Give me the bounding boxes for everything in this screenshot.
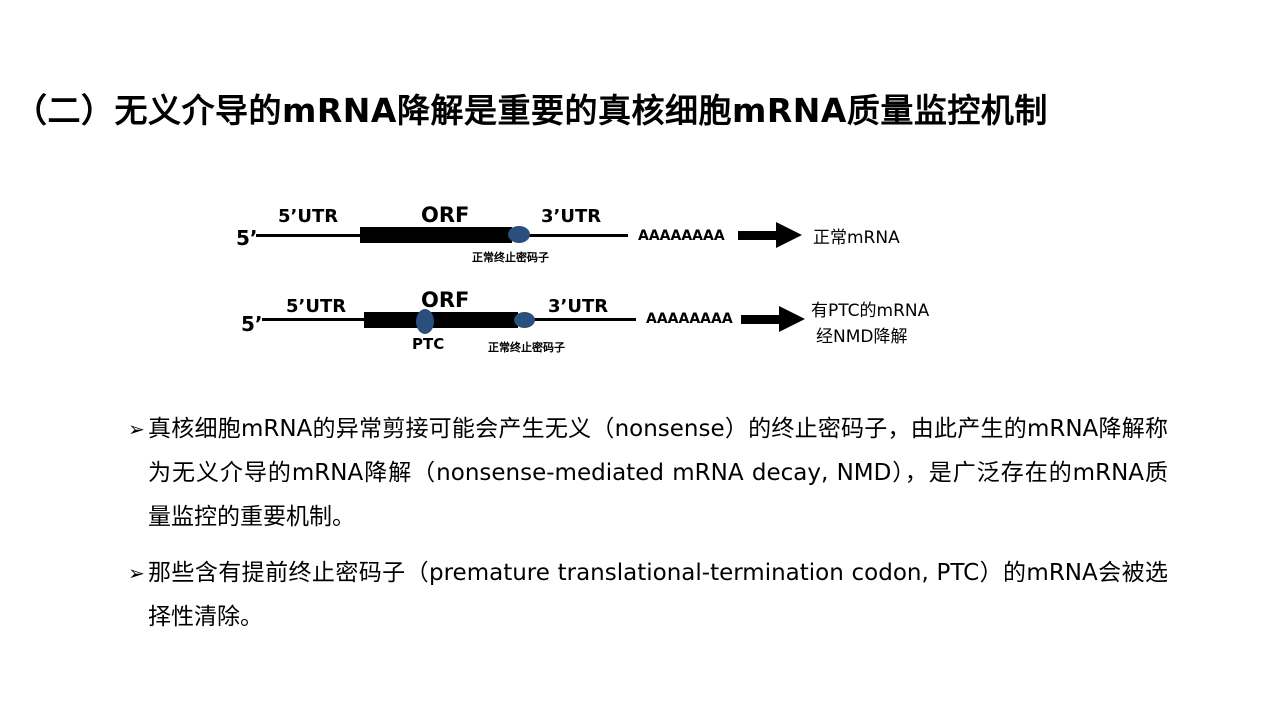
utr5-label: 5’UTR bbox=[286, 296, 347, 317]
utr5-label: 5’UTR bbox=[278, 206, 339, 227]
polya-tail: AAAAAAAA bbox=[646, 311, 733, 327]
stop-codon-marker bbox=[514, 312, 535, 328]
orf-label: ORF bbox=[421, 288, 470, 312]
stop-codon-label: 正常终止密码子 bbox=[488, 341, 565, 354]
arrow-right-icon bbox=[779, 306, 805, 332]
result-label: 正常mRNA bbox=[813, 228, 900, 248]
ptc-marker bbox=[416, 309, 434, 334]
orf-label: ORF bbox=[421, 203, 470, 227]
result-label-line2: 经NMD降解 bbox=[816, 327, 908, 347]
bullet-text: 真核细胞mRNA的异常剪接可能会产生无义（nonsense）的终止密码子，由此产… bbox=[148, 416, 1168, 530]
polya-tail: AAAAAAAA bbox=[638, 228, 725, 244]
five-prime-label: 5’ bbox=[236, 226, 258, 250]
slide-title: （二）无义介导的mRNA降解是重要的真核细胞mRNA质量监控机制 bbox=[14, 91, 1048, 130]
utr5-line bbox=[256, 234, 361, 237]
bullet-arrow-icon: ➢ bbox=[128, 417, 145, 441]
arrow-shaft bbox=[738, 231, 778, 240]
result-label-line1: 有PTC的mRNA bbox=[811, 301, 930, 321]
ptc-label: PTC bbox=[412, 335, 445, 353]
stop-codon-marker bbox=[508, 226, 530, 243]
bullet-paragraph: ➢ 真核细胞mRNA的异常剪接可能会产生无义（nonsense）的终止密码子，由… bbox=[128, 407, 1168, 539]
utr3-line bbox=[512, 234, 628, 237]
stop-codon-label: 正常终止密码子 bbox=[472, 251, 549, 264]
utr3-label: 3’UTR bbox=[541, 206, 602, 227]
bullet-paragraph: ➢ 那些含有提前终止密码子（premature translational-te… bbox=[128, 551, 1168, 639]
utr3-line bbox=[518, 318, 636, 321]
arrow-right-icon bbox=[776, 222, 802, 248]
bullet-arrow-icon: ➢ bbox=[128, 561, 145, 585]
arrow-shaft bbox=[741, 315, 781, 324]
orf-bar bbox=[364, 312, 518, 328]
utr3-label: 3’UTR bbox=[548, 296, 609, 317]
orf-bar bbox=[360, 227, 512, 243]
utr5-line bbox=[262, 318, 366, 321]
five-prime-label: 5’ bbox=[241, 312, 263, 336]
bullet-text: 那些含有提前终止密码子（premature translational-term… bbox=[148, 560, 1168, 630]
